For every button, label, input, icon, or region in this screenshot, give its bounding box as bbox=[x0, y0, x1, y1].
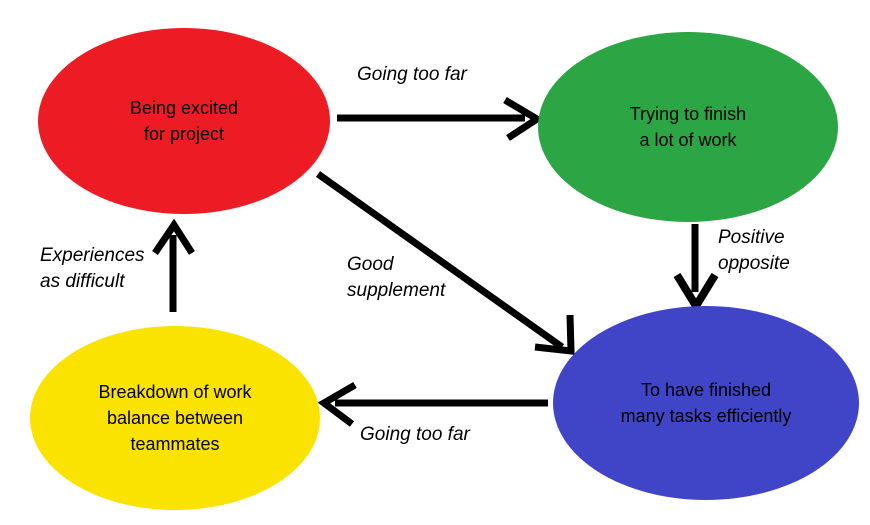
node-trying-to-finish[interactable]: Trying to finish a lot of work bbox=[538, 32, 838, 222]
node-label: Trying to finish a lot of work bbox=[629, 103, 747, 150]
arrowhead-right bbox=[503, 96, 544, 141]
node-label: Breakdown of work balance between teamma… bbox=[98, 381, 252, 455]
arrowhead-left bbox=[317, 381, 357, 427]
node-breakdown[interactable]: Breakdown of work balance between teamma… bbox=[30, 326, 320, 510]
node-label: Being excited for project bbox=[129, 97, 239, 144]
edge-label-good-supplement: Good supplement bbox=[347, 254, 446, 301]
arrowhead-down bbox=[673, 272, 719, 314]
node-being-excited[interactable]: Being excited for project bbox=[38, 28, 330, 214]
edge-label-experiences-as-difficult: Experiences as difficult bbox=[40, 245, 145, 292]
node-label: To have finished many tasks efficiently bbox=[620, 379, 792, 426]
edge-finished-tasks-to-breakdown bbox=[317, 381, 548, 427]
edge-label-positive-opposite: Positive opposite bbox=[718, 227, 790, 274]
arrowhead-up bbox=[152, 218, 195, 255]
arrowhead-diagonal bbox=[534, 314, 575, 355]
edge-label-going-too-far-bottom: Going too far bbox=[360, 424, 470, 445]
edge-excited-to-finish-work bbox=[337, 96, 544, 141]
edge-breakdown-to-excited bbox=[152, 218, 195, 312]
node-finished-tasks[interactable]: To have finished many tasks efficiently bbox=[553, 306, 859, 500]
edge-finish-work-to-finished-tasks bbox=[673, 224, 719, 314]
edge-label-going-too-far-top: Going too far bbox=[357, 64, 467, 85]
